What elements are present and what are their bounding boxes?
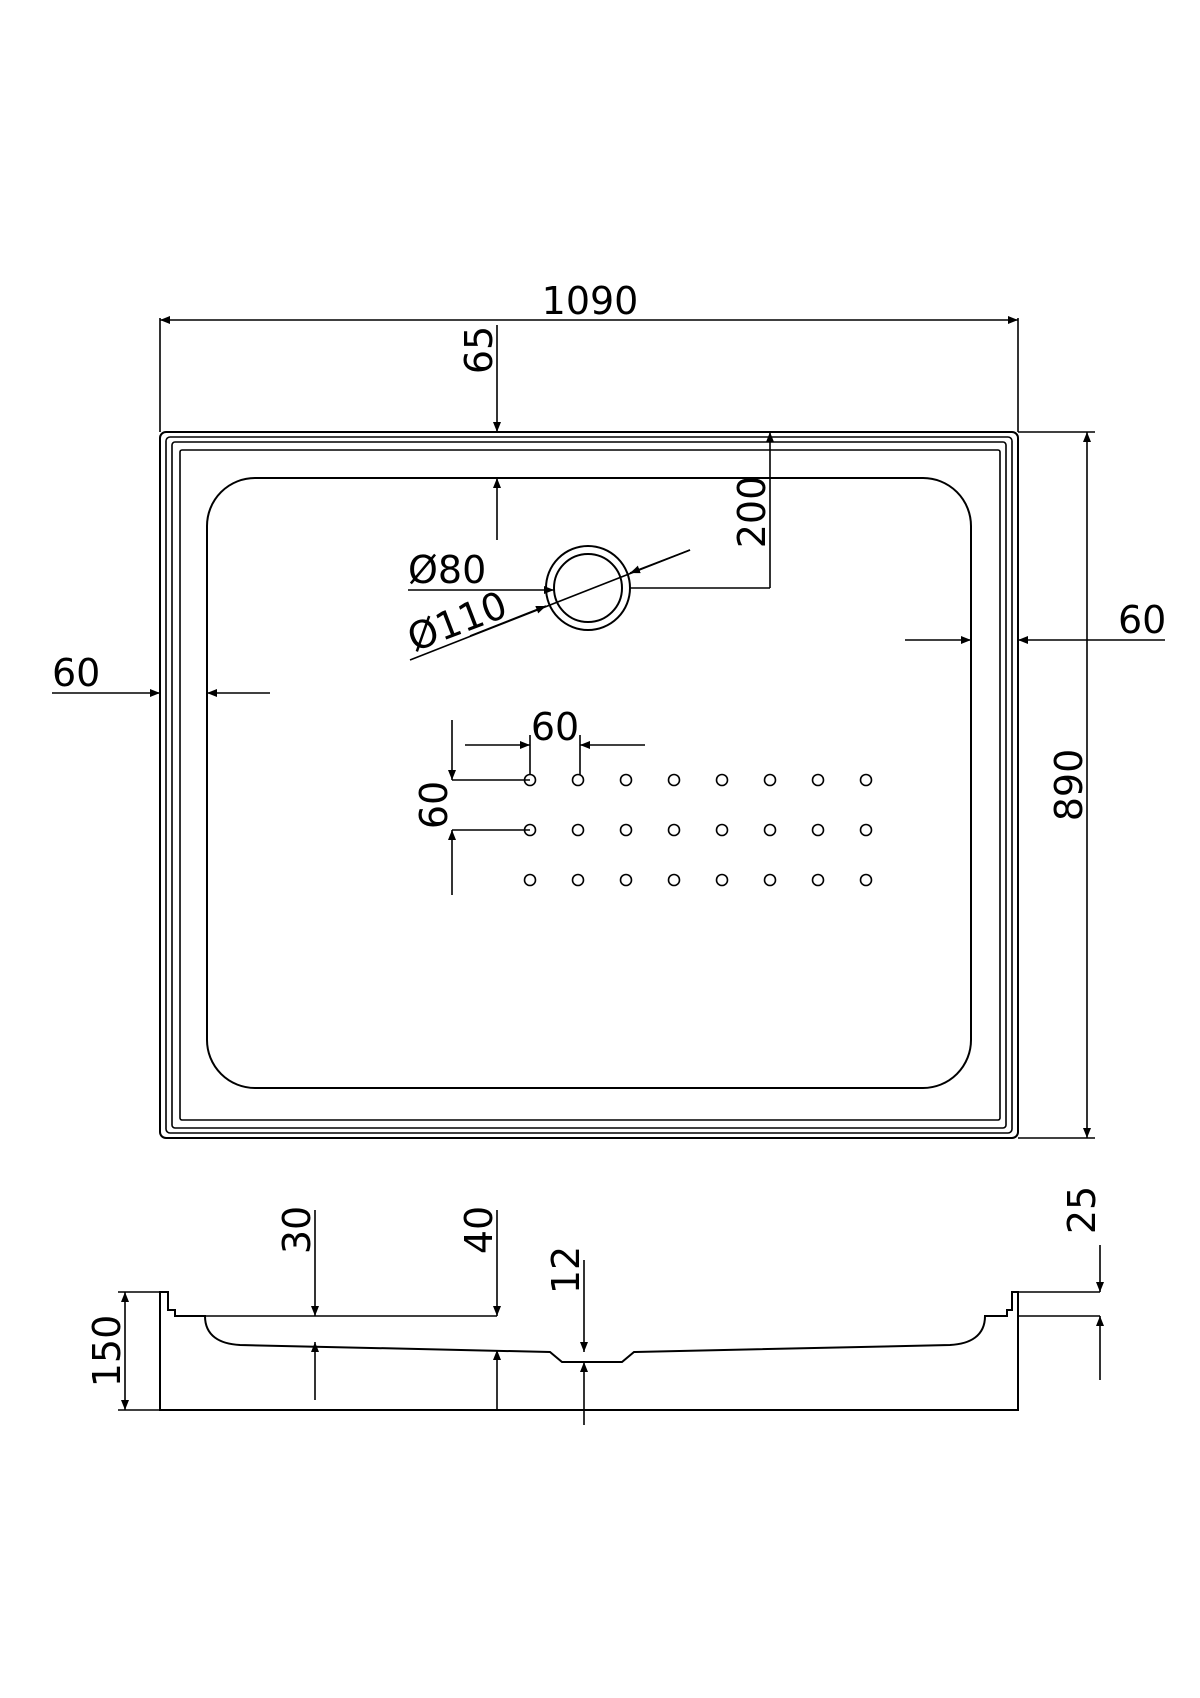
drain-inner-ring xyxy=(553,553,623,623)
drain-dot xyxy=(763,823,777,837)
dim-dot-spacing-y-label: 60 xyxy=(412,781,456,829)
tray-rim-line-1 xyxy=(165,436,1013,1134)
dim-dot-spacing-x-label: 60 xyxy=(531,705,579,749)
dim-floor-depth-b-label: 40 xyxy=(457,1206,501,1254)
drain-dot xyxy=(859,873,873,887)
section-view: 150 30 40 12 25 xyxy=(85,1186,1104,1425)
drain-dot xyxy=(571,873,585,887)
drain-dot xyxy=(571,773,585,787)
dim-depth-label: 890 xyxy=(1047,749,1091,822)
drain-dot xyxy=(715,773,729,787)
tray-rim-line-2 xyxy=(171,441,1007,1129)
drain-dot xyxy=(571,823,585,837)
dim-rim-right-label: 60 xyxy=(1118,598,1166,642)
dim-drain-inner-label: Ø80 xyxy=(408,548,486,592)
plan-view: 1090 890 65 200 Ø80 Ø110 60 60 xyxy=(52,279,1166,1139)
drain-dot xyxy=(715,823,729,837)
drain-dot xyxy=(715,873,729,887)
drain-dot xyxy=(763,773,777,787)
drain-dot xyxy=(811,773,825,787)
dim-drain-side-label: 200 xyxy=(730,476,774,549)
drain-dot xyxy=(667,773,681,787)
drain-dot xyxy=(763,873,777,887)
dim-width-label: 1090 xyxy=(542,279,639,323)
tray-basin xyxy=(206,477,972,1089)
tray-rim-line-3 xyxy=(179,449,1001,1121)
drain-dot xyxy=(859,773,873,787)
drain-dot xyxy=(619,873,633,887)
drain-dot xyxy=(619,823,633,837)
tray-outer-edge xyxy=(159,431,1019,1139)
section-profile xyxy=(159,1291,1019,1411)
drain-dot xyxy=(811,823,825,837)
drain-dot xyxy=(667,823,681,837)
dim-floor-depth-a-label: 30 xyxy=(275,1206,319,1254)
drain-dot xyxy=(619,773,633,787)
drain-dot xyxy=(859,823,873,837)
dim-rim-height-label: 25 xyxy=(1060,1186,1104,1234)
dot-grid xyxy=(523,773,873,887)
dim-drain-recess-label: 12 xyxy=(544,1246,588,1294)
dim-drain-top-label: 65 xyxy=(457,326,501,374)
drain-dot xyxy=(667,873,681,887)
dim-drain-outer-label: Ø110 xyxy=(401,583,512,661)
drain-dot xyxy=(523,873,537,887)
drain-dot xyxy=(811,873,825,887)
dim-rim-left-label: 60 xyxy=(52,651,100,695)
dim-section-height-label: 150 xyxy=(85,1315,129,1388)
drain-outer-ring xyxy=(545,545,631,631)
